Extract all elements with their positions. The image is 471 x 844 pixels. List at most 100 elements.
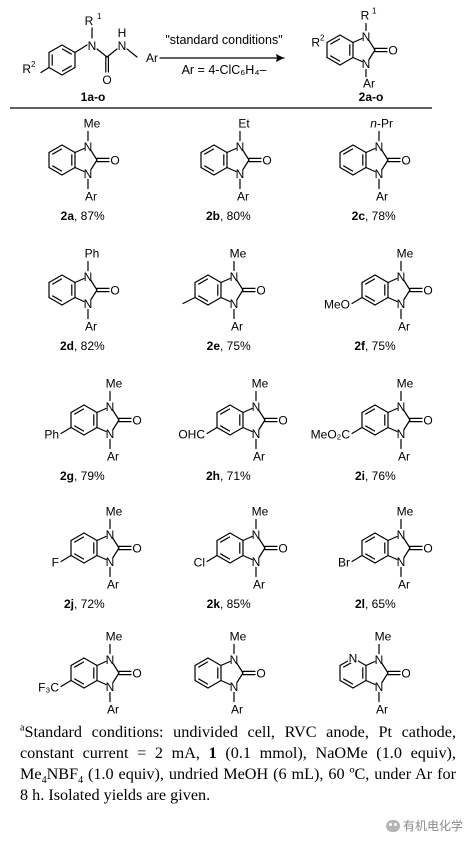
ring-bond	[61, 144, 76, 154]
aryl-label: Ar	[253, 578, 265, 592]
ring-bond	[48, 166, 63, 176]
ring-substituent-bond	[60, 426, 72, 435]
ring-bond	[387, 407, 398, 414]
ring-bond	[352, 166, 367, 176]
oxygen-label: O	[132, 542, 141, 556]
ring-bond	[365, 147, 376, 154]
ring-bond	[96, 535, 107, 542]
aryl-label: Ar	[376, 190, 388, 204]
nitrogen-label: N	[106, 555, 115, 569]
ring-bond	[207, 274, 222, 284]
nitrogen-label: N	[397, 270, 406, 284]
ring-bond	[61, 296, 76, 306]
n-ar-bond	[126, 48, 138, 58]
ring-bond	[213, 166, 228, 176]
ring-substituent-bond	[206, 554, 218, 563]
compound-id: 2a	[61, 209, 75, 223]
r1-superscript: 1	[97, 12, 102, 21]
ring-bond	[258, 409, 266, 421]
ring-double-bond	[204, 148, 215, 155]
oxygen-label: O	[256, 284, 265, 298]
compound-id: 2k	[207, 597, 221, 611]
ring-bond	[365, 679, 376, 686]
product-bond	[368, 49, 376, 61]
ring-bond	[387, 426, 398, 433]
watermark-text: 有机电化学	[402, 819, 463, 833]
ring-bond	[403, 547, 411, 559]
ring-bond	[216, 554, 231, 564]
compound-id: 2g	[60, 469, 74, 483]
n-substituent-label: Me	[397, 377, 414, 391]
product-oxygen: O	[388, 44, 397, 58]
ring-bond	[381, 159, 389, 171]
ring-bond	[83, 554, 98, 564]
ring-bond	[61, 274, 76, 284]
ring-double-bond	[365, 425, 376, 432]
ring-bond	[374, 274, 389, 284]
ring-double-bond	[365, 553, 376, 560]
ring-bond	[361, 532, 376, 542]
ring-bond	[74, 277, 85, 284]
nitrogen-label: N	[252, 400, 261, 414]
ring-bond	[70, 404, 85, 414]
ring-double-bond	[204, 165, 215, 172]
compound-yield: , 65%	[365, 597, 396, 611]
ring-bond	[194, 657, 209, 667]
product-r2-label: R	[311, 36, 320, 50]
product-ring-double-bond	[330, 38, 341, 45]
product-ring-bond	[339, 56, 354, 66]
nitrogen-label: N	[397, 555, 406, 569]
compound-yield: , 78%	[365, 209, 396, 223]
ring-bond	[112, 419, 120, 431]
ring-bond	[200, 166, 215, 176]
ring-double-bond	[220, 425, 231, 432]
ring-bond	[229, 404, 244, 414]
nitrogen-label: N	[106, 427, 115, 441]
ring-bond	[365, 660, 376, 667]
oxygen-label: O	[423, 414, 432, 428]
aryl-label: Ar	[398, 320, 410, 334]
methyl-bond	[182, 296, 196, 305]
ring-bond	[242, 407, 253, 414]
ring-bond	[220, 660, 231, 667]
nitrogen-label: N	[252, 427, 261, 441]
ring-bond	[339, 144, 354, 154]
compound-yield: , 77%	[365, 718, 396, 720]
ring-bond	[242, 159, 250, 171]
ring-double-bond	[74, 661, 85, 668]
nitrogen-label: N	[230, 653, 239, 667]
ring-double-bond	[74, 536, 85, 543]
ring-bond	[226, 166, 237, 173]
ring-bond	[194, 274, 209, 284]
ring-bond	[207, 657, 222, 667]
n-substituent-label: Me	[252, 505, 269, 519]
aryl-label: Ar	[85, 190, 97, 204]
product-ring-bond	[326, 56, 341, 66]
ring-bond	[365, 166, 376, 173]
molecule-bonds	[60, 518, 132, 578]
ring-substituent-label: MeO₂C	[311, 428, 351, 442]
ring-bond	[242, 535, 253, 542]
n-substituent-label: Et	[238, 117, 250, 131]
ring-bond	[70, 426, 85, 436]
aryl-label: Ar	[107, 578, 119, 592]
nitrogen-label: N	[84, 167, 93, 181]
product-nitrogen-bottom: N	[362, 57, 371, 71]
molecule-bonds	[194, 643, 256, 703]
molecule-bonds	[60, 390, 132, 450]
ring-bond	[194, 296, 209, 306]
ring-substituent-bond	[60, 679, 72, 688]
ring-bond	[236, 662, 244, 674]
n-substituent-label: Ph	[85, 247, 100, 261]
molecule-bonds	[48, 260, 110, 320]
ring-double-bond	[198, 678, 209, 685]
reactant-ring-bond	[61, 66, 76, 76]
product-ring-bond	[339, 34, 354, 44]
ring-bond	[403, 419, 411, 431]
compound-id: 2d	[60, 339, 74, 353]
